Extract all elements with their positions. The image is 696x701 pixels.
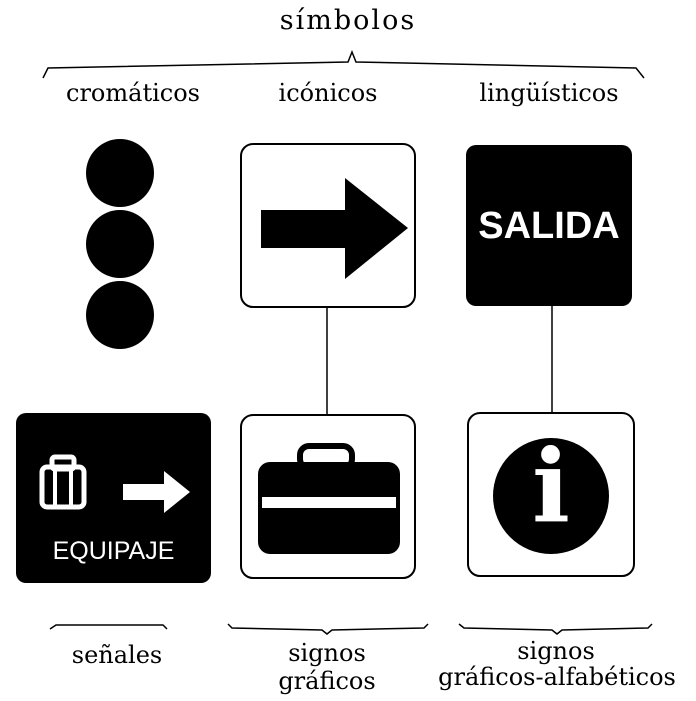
salida-text: SALIDA [478, 205, 620, 247]
dot-icon [86, 210, 154, 278]
arrow-right-icon [261, 178, 408, 279]
info-icon [493, 438, 609, 554]
briefcase-icon [258, 443, 400, 554]
dot-icon [86, 139, 154, 207]
category-label-cromaticos: cromáticos [66, 79, 200, 107]
label-signos-graficos-line1: signos [288, 639, 366, 667]
salida-sign: SALIDA [466, 145, 632, 306]
diagram-title: símbolos [279, 5, 417, 36]
top-brace [42, 49, 645, 79]
dot-icon [86, 281, 154, 349]
label-signos-graficos-line2: gráficos [278, 667, 376, 695]
arrow-right-icon [123, 471, 190, 513]
equipaje-sign: EQUIPAJE [16, 413, 211, 583]
luggage-icon [39, 454, 87, 510]
info-glyph: i [532, 427, 570, 545]
label-signos-alfa-line1: signos [517, 637, 595, 665]
category-label-iconicos: icónicos [278, 79, 378, 107]
category-label-linguisticos: lingüísticos [479, 79, 619, 107]
equipaje-text: EQUIPAJE [52, 537, 175, 565]
label-signos-alfa-line2: gráficos-alfabéticos [438, 663, 676, 691]
label-senales: señales [71, 641, 163, 669]
